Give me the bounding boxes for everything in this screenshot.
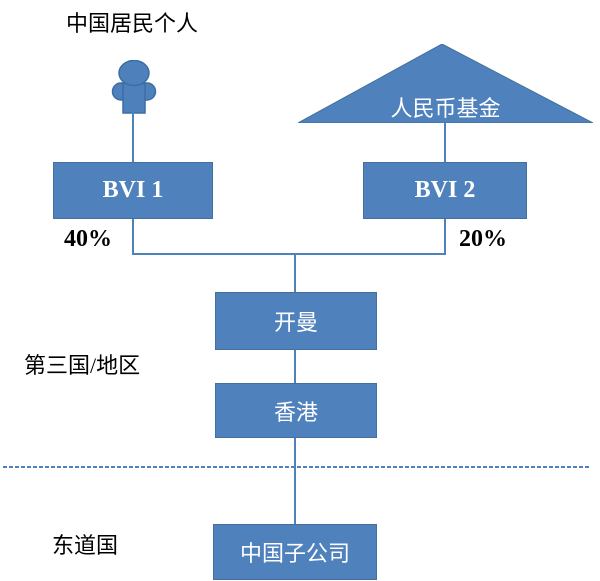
- bvi2-box: BVI 2: [363, 162, 527, 219]
- connector-to-cayman: [294, 255, 296, 292]
- chinese-resident-individual-label: 中国居民个人: [66, 11, 199, 36]
- connector-fund-to-bvi2: [444, 123, 446, 162]
- connector-hongkong-to-subsidiary: [294, 438, 296, 524]
- china-subsidiary-box: 中国子公司: [213, 524, 377, 580]
- host-country-label: 东道国: [52, 533, 119, 558]
- person-icon: [111, 59, 157, 114]
- connector-person-to-bvi1: [132, 112, 134, 162]
- bvi2-ownership-percentage: 20%: [459, 226, 507, 252]
- bvi1-box: BVI 1: [53, 162, 213, 219]
- connector-bvi1-down: [132, 219, 134, 255]
- bvi1-ownership-percentage: 40%: [64, 226, 112, 252]
- connector-cayman-to-hongkong: [294, 350, 296, 383]
- hongkong-box: 香港: [215, 383, 377, 438]
- cayman-box: 开曼: [215, 292, 377, 350]
- connector-bvi2-down: [444, 219, 446, 255]
- country-border-dashed-line: [3, 466, 590, 468]
- rmb-fund-label: 人民币基金: [390, 96, 501, 121]
- third-country-region-label: 第三国/地区: [24, 353, 141, 378]
- connector-horizontal-bar: [132, 253, 446, 255]
